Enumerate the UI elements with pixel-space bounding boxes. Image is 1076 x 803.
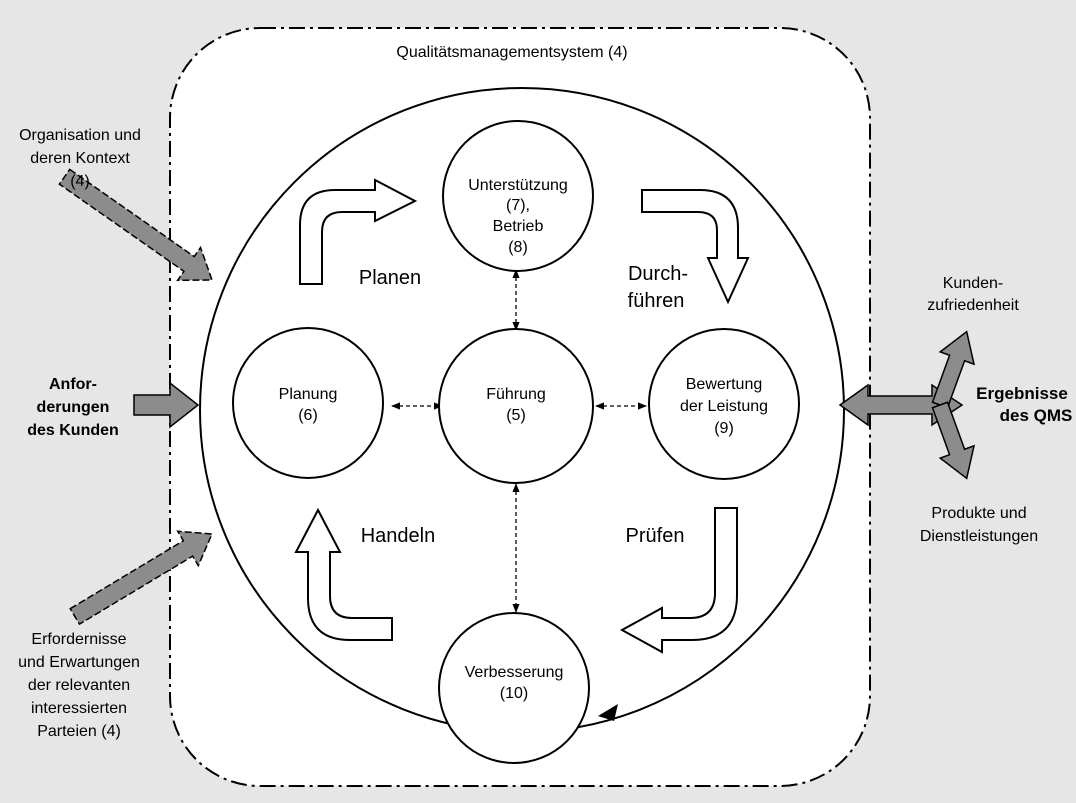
arrow-planen [299,178,418,285]
node-fuehrung-line2: (5) [506,407,526,424]
node-planung: Planung (6) [232,327,384,479]
output-arrow-results [838,383,964,427]
node-unterstuetzung-line1: Unterstützung [468,177,568,194]
label-context-line1: Organisation und [19,127,141,144]
label-customer-line2: derungen [37,399,110,416]
node-unterstuetzung-line4: (8) [508,239,528,256]
node-bewertung-line2: der Leistung [680,398,768,415]
node-verbesserung: Verbesserung (10) [438,612,590,764]
input-arrow-context [58,168,214,282]
label-parties-line5: Parteien (4) [37,723,121,740]
label-customer-line1: Anfor- [49,376,97,393]
label-products-line2: Dienstleistungen [920,528,1038,545]
label-satisfaction-line1: Kunden- [943,275,1004,292]
circle-direction-arrowhead [598,704,618,721]
label-customer-line3: des Kunden [27,422,119,439]
node-unterstuetzung-line2: (7), [506,197,530,214]
output-arrow-products [931,401,976,480]
label-parties-line4: interessierten [31,700,127,717]
node-fuehrung: Führung (5) [438,328,594,484]
input-arrow-customer [133,381,200,429]
node-planung-line1: Planung [279,386,338,403]
label-context-line3: (4) [70,173,90,190]
phase-pruefen: Prüfen [626,525,685,547]
label-results: Ergebnisse des QMS [976,384,1072,425]
label-products: Produkte und Dienstleistungen [920,505,1038,545]
label-parties-line1: Erfordernisse [31,631,126,648]
node-fuehrung-line1: Führung [486,386,546,403]
phase-durchfuehren-line2: führen [628,290,685,312]
label-results-line1: Ergebnisse [976,384,1068,403]
arrow-handeln [294,507,393,641]
phase-durchfuehren-line1: Durch- [628,263,688,285]
phase-planen: Planen [359,267,421,289]
label-context: Organisation und deren Kontext (4) [19,127,141,190]
node-unterstuetzung-line3: Betrieb [493,218,544,235]
output-arrow-satisfaction [931,330,976,409]
label-satisfaction: Kunden- zufriedenheit [927,275,1019,314]
phase-handeln: Handeln [361,525,436,547]
label-parties-line3: der relevanten [28,677,130,694]
label-context-line2: deren Kontext [30,150,130,167]
label-customer: Anfor- derungen des Kunden [27,376,119,439]
node-planung-line2: (6) [298,407,318,424]
label-products-line1: Produkte und [931,505,1026,522]
arrow-pruefen [619,507,738,654]
label-parties-line2: und Erwartungen [18,654,140,671]
label-parties: Erfordernisse und Erwartungen der releva… [18,631,140,740]
node-unterstuetzung: Unterstützung (7), Betrieb (8) [442,120,594,272]
node-verbesserung-line1: Verbesserung [465,664,564,681]
node-bewertung: Bewertung der Leistung (9) [648,328,800,480]
node-bewertung-line1: Bewertung [686,376,763,393]
arrow-durchfuehren [641,189,750,305]
label-results-line2: des QMS [1000,406,1073,425]
node-bewertung-line3: (9) [714,420,734,437]
node-verbesserung-line2: (10) [500,685,528,702]
frame-label: Qualitätsmanagementsystem (4) [396,44,627,61]
label-satisfaction-line2: zufriedenheit [927,297,1019,314]
input-arrow-parties [69,530,214,626]
